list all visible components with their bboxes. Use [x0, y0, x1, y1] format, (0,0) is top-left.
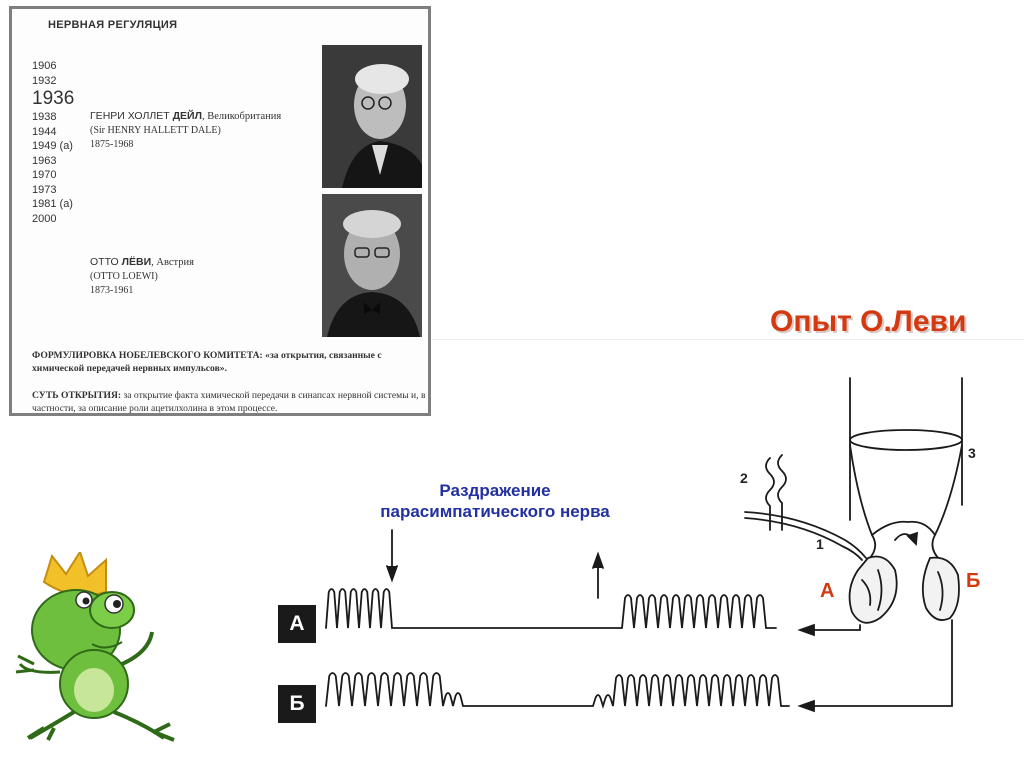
- part-number-3: 3: [968, 445, 976, 461]
- fluid-surface: [849, 429, 963, 451]
- formulation-text: «за открытия, связанные с химической пер…: [32, 350, 382, 374]
- first-names: ОТТО: [90, 256, 122, 268]
- year-item: 1963: [32, 154, 57, 167]
- heart-b-icon: [921, 556, 960, 621]
- year-item: 1949 (а): [32, 140, 73, 152]
- lever-line-b: [809, 619, 953, 707]
- year-item: 1932: [32, 74, 57, 87]
- heart-a-detail: [861, 579, 872, 606]
- latin-name: (OTTO LOEWI): [90, 271, 158, 282]
- year-item: 1938: [32, 111, 57, 123]
- lever-line-a: [809, 624, 861, 631]
- year-item: 2000: [32, 212, 57, 225]
- arrowhead-a: [797, 623, 815, 637]
- latin-name: (Sir HENRY HALLETT DALE): [90, 125, 221, 136]
- lifespan: 1873-1961: [90, 285, 134, 296]
- slide-heading: Опыт О.Леви: [770, 305, 967, 338]
- funnel-left: [849, 444, 877, 561]
- essence-label: СУТЬ ОТКРЫТИЯ:: [32, 390, 122, 401]
- year-item-highlighted: 1936: [32, 88, 75, 109]
- laureate-loewi: ОТТО ЛЁВИ, Австрия (OTTO LOEWI) 1873-196…: [90, 255, 194, 298]
- heart-a-icon: [848, 555, 898, 624]
- surname: ЛЁВИ: [121, 256, 152, 268]
- year-item: 1944: [32, 125, 57, 138]
- country: , Австрия: [151, 257, 194, 268]
- first-names: ГЕНРИ ХОЛЛЕТ: [90, 110, 173, 122]
- year-item: 1906: [32, 60, 57, 72]
- heart-label-b: Б: [966, 570, 981, 592]
- years-list: 1906 1932 1936 1938 1944 1949 (а) 1963 1…: [32, 59, 74, 226]
- country: , Великобритания: [201, 111, 282, 122]
- part-number-2: 2: [740, 470, 748, 486]
- arrowhead-b: [797, 699, 815, 713]
- electrode-wire: [765, 457, 775, 531]
- frog-prince-icon: [15, 552, 175, 742]
- arrowhead-down: [386, 565, 398, 583]
- arrowhead-up: [592, 551, 604, 569]
- formulation-label: ФОРМУЛИРОВКА НОБЕЛЕВСКОГО КОМИТЕТА:: [32, 350, 263, 361]
- funnel-right: [931, 444, 963, 561]
- funnel-neck: [871, 520, 936, 536]
- stimulation-label: Раздражение парасимпатического нерва: [380, 481, 610, 521]
- heart-a-detail: [877, 569, 883, 611]
- nobel-formulation: ФОРМУЛИРОВКА НОБЕЛЕВСКОГО КОМИТЕТА: «за …: [32, 349, 432, 375]
- heart-b-detail: [937, 571, 944, 611]
- year-item: 1970: [32, 169, 57, 181]
- heart-b-recording-trace: [325, 672, 790, 710]
- nobel-card: НЕРВНАЯ РЕГУЛЯЦИЯ 1906 1932 1936 1938 19…: [9, 6, 431, 416]
- vagus-nerve: [744, 517, 863, 561]
- heart-a-recording-trace: [325, 588, 777, 629]
- year-item: 1981 (а): [32, 198, 73, 210]
- heart-label-a: А: [820, 580, 835, 602]
- divider-line: [432, 339, 1024, 340]
- portrait-dale: [322, 45, 422, 188]
- discovery-essence: СУТЬ ОТКРЫТИЯ: за открытие факта химичес…: [32, 389, 432, 415]
- lifespan: 1875-1968: [90, 139, 134, 150]
- trace-label-b: Б: [278, 685, 316, 723]
- surname: ДЕЙЛ: [172, 110, 202, 122]
- essence-text: за открытие факта химической передачи в …: [32, 390, 426, 414]
- card-title: НЕРВНАЯ РЕГУЛЯЦИЯ: [48, 19, 178, 31]
- year-item: 1973: [32, 183, 57, 196]
- laureate-dale: ГЕНРИ ХОЛЛЕТ ДЕЙЛ, Великобритания (Sir H…: [90, 109, 281, 152]
- part-number-1: 1: [816, 536, 824, 552]
- vagus-nerve: [744, 511, 867, 559]
- electrode-wire: [777, 454, 787, 531]
- trace-label-a: А: [278, 605, 316, 643]
- portrait-loewi: [322, 194, 422, 337]
